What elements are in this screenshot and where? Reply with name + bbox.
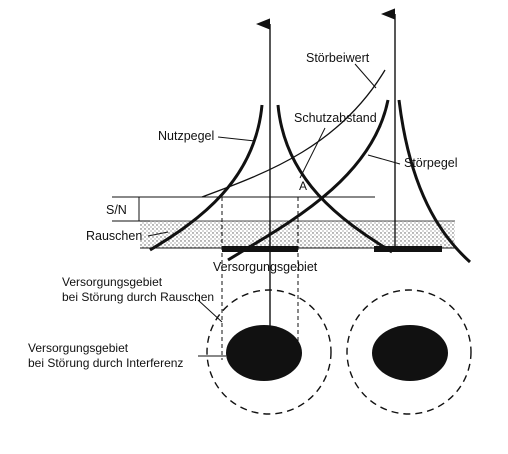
schutzabstand-leader: [299, 127, 326, 179]
nutzpegel-label: Nutzpegel: [158, 129, 214, 143]
interference-coverage-area-1: [226, 325, 302, 381]
rauschen-leader: [147, 231, 169, 237]
noise-coverage-circle-2: [346, 289, 472, 415]
coverage-bar-2: [374, 246, 442, 252]
stoerbeiwert-curve: [201, 69, 386, 198]
noise-coverage-circle-1: [206, 289, 332, 415]
rauschen-label: Rauschen: [86, 229, 142, 243]
interference-coverage-area-2: [372, 325, 448, 381]
noise-area-leader: [197, 299, 223, 323]
nutzpegel-curve-left: [149, 104, 264, 252]
nutzpegel-curve-right: [276, 104, 393, 254]
stoerpegel-leader: [367, 154, 401, 165]
point-a-label: A: [299, 179, 307, 193]
interference-area-label-line1: Versorgungsgebiet: [28, 341, 129, 355]
schutzabstand-label: Schutzabstand: [294, 111, 377, 125]
stoerpegel-curve-right: [397, 99, 472, 264]
versorgungsgebiet-label: Versorgungsgebiet: [213, 260, 318, 274]
noise-area-label-line2: bei Störung durch Rauschen: [62, 290, 214, 304]
noise-area-label-line1: Versorgungsgebiet: [62, 275, 163, 289]
interference-area-label-line2: bei Störung durch Interferenz: [28, 356, 183, 370]
stoerpegel-label: Störpegel: [404, 156, 458, 170]
coverage-bar-1: [222, 246, 298, 252]
sn-label: S/N: [106, 203, 127, 217]
nutzpegel-leader: [217, 136, 256, 142]
stoerbeiwert-label: Störbeiwert: [306, 51, 370, 65]
stoerbeiwert-leader: [354, 63, 377, 89]
